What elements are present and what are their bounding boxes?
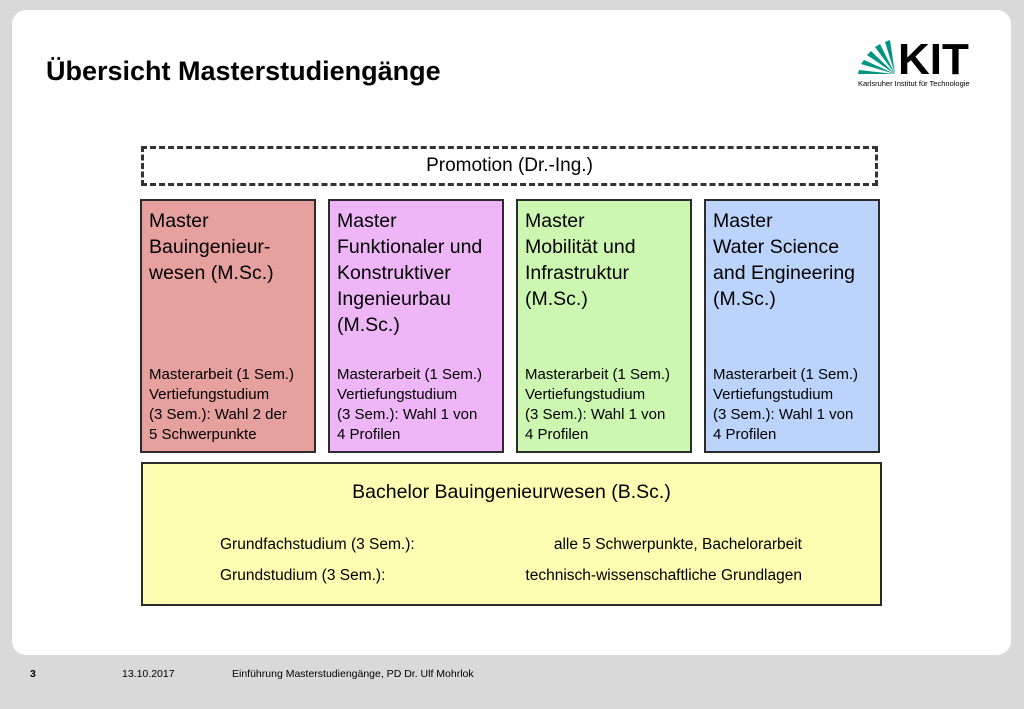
footer-text: Einführung Masterstudiengänge, PD Dr. Ul… [232, 668, 474, 680]
master-details: Masterarbeit (1 Sem.) Vertiefungstudium … [149, 366, 295, 443]
master-box-bauingenieurwesen: Master Bauingenieur- wesen (M.Sc.) Maste… [140, 199, 316, 453]
bachelor-box: Bachelor Bauingenieurwesen (B.Sc.) Grund… [141, 462, 882, 606]
master-details: Masterarbeit (1 Sem.) Vertiefungstudium … [337, 366, 483, 443]
promotion-box: Promotion (Dr.-Ing.) [141, 146, 878, 186]
master-title: Master Water Science and Engineering (M.… [713, 210, 856, 310]
promotion-label: Promotion (Dr.-Ing.) [426, 155, 593, 176]
master-details: Masterarbeit (1 Sem.) Vertiefungstudium … [525, 366, 671, 443]
kit-logo-rays-icon [858, 40, 895, 74]
master-title: Master Mobilität und Infrastruktur (M.Sc… [525, 210, 636, 310]
bachelor-row-label: Grundstudium (3 Sem.): [220, 567, 386, 584]
master-box-mobilitaet: Master Mobilität und Infrastruktur (M.Sc… [516, 199, 692, 453]
bachelor-row-value: technisch-wissenschaftliche Grundlagen [525, 567, 802, 584]
footer-date: 13.10.2017 [122, 668, 175, 680]
kit-logo-subtitle: Karlsruher Institut für Technologie [858, 79, 970, 88]
master-title: Master Funktionaler und Konstruktiver In… [337, 210, 483, 336]
page-title: Übersicht Masterstudiengänge [46, 56, 441, 86]
bachelor-row-label: Grundfachstudium (3 Sem.): [220, 536, 415, 553]
page-number: 3 [30, 668, 36, 680]
master-details: Masterarbeit (1 Sem.) Vertiefungstudium … [713, 366, 859, 443]
kit-logo: KIT [858, 35, 969, 84]
kit-logo-text: KIT [898, 35, 969, 84]
master-title: Master Bauingenieur- wesen (M.Sc.) [149, 210, 274, 284]
master-box-funktionaler-ingenieurbau: Master Funktionaler und Konstruktiver In… [328, 199, 504, 453]
bachelor-title: Bachelor Bauingenieurwesen (B.Sc.) [352, 481, 671, 503]
bachelor-row-value: alle 5 Schwerpunkte, Bachelorarbeit [553, 536, 802, 553]
master-box-water-science: Master Water Science and Engineering (M.… [704, 199, 880, 453]
